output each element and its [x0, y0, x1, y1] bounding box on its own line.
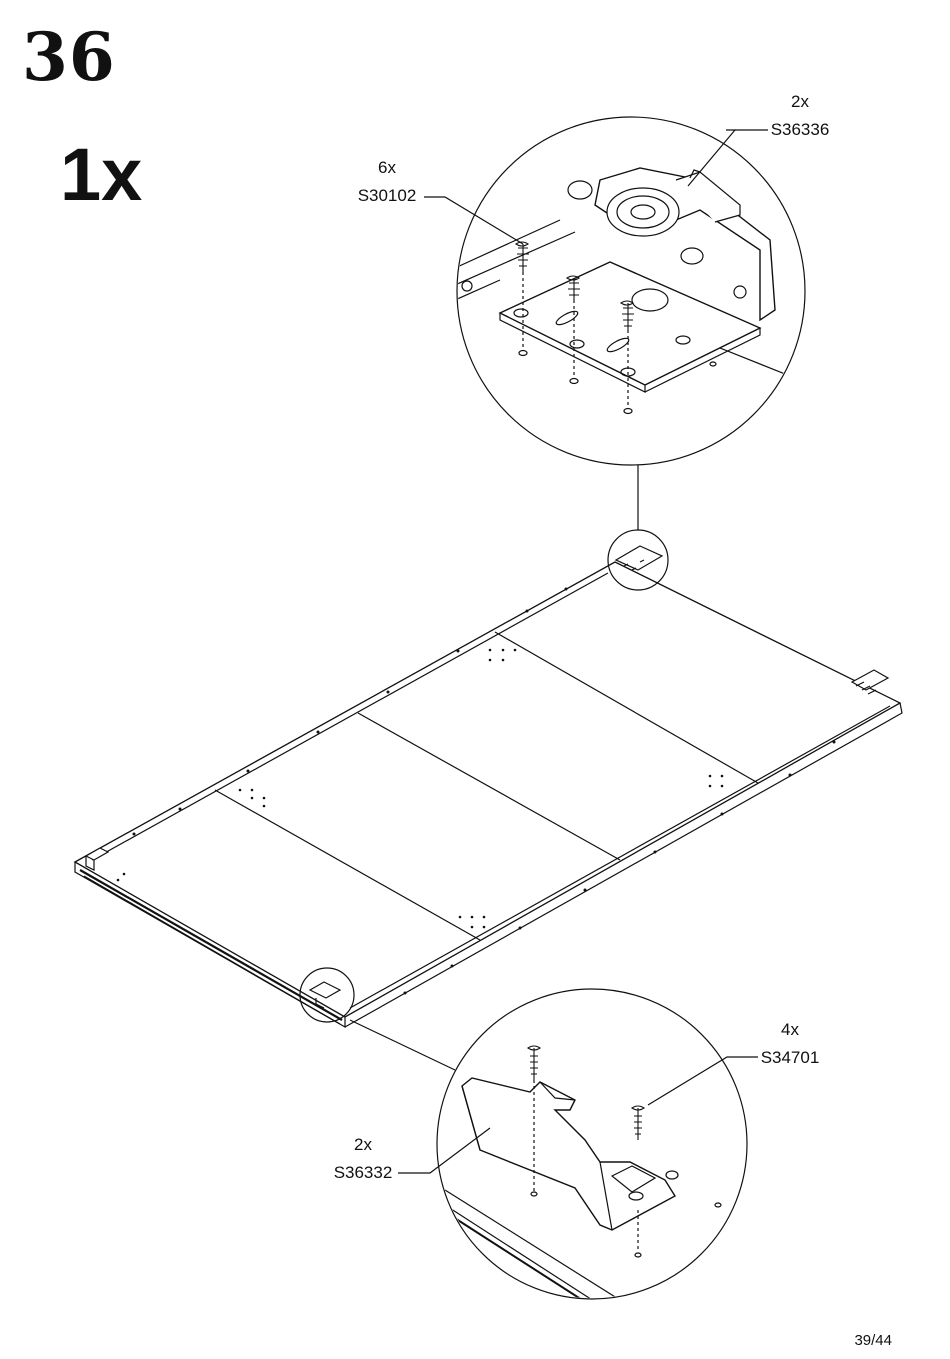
panel-illustration — [75, 530, 902, 1027]
leader-line — [688, 130, 735, 186]
bracket-detail-view — [437, 989, 747, 1305]
leader-line — [424, 197, 523, 244]
hinge-detail-view — [455, 117, 805, 465]
leader-line — [648, 1057, 758, 1105]
connector-line — [350, 1020, 455, 1070]
